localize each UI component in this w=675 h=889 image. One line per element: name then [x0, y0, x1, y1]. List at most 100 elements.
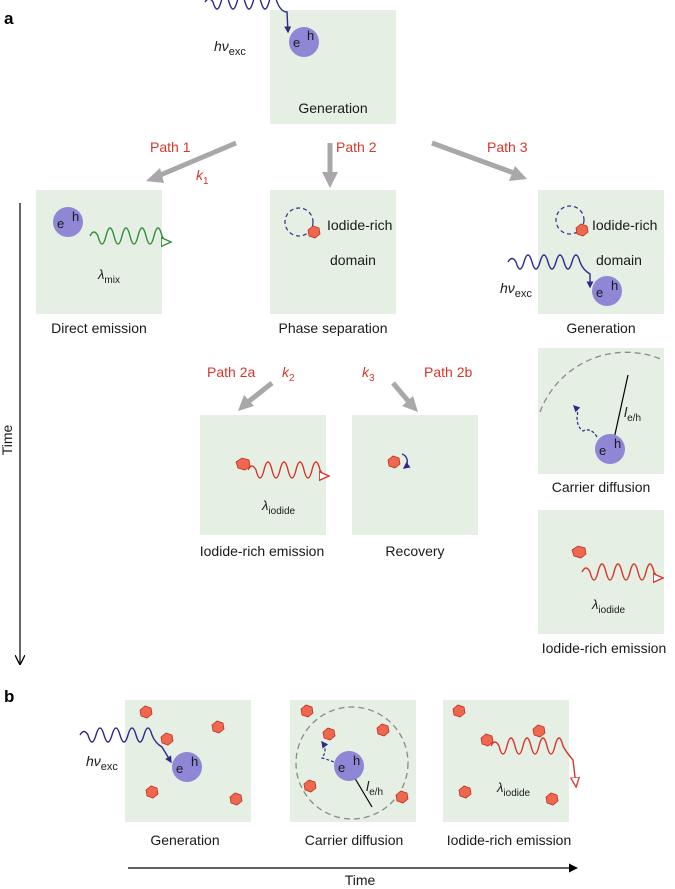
iodide-domain-icon — [303, 779, 317, 793]
time-label-a: Time — [0, 424, 15, 455]
iodide-domain-label-1: Iodide-rich — [592, 217, 657, 233]
iodide-domain-icon — [145, 785, 159, 799]
iodide-domain-icon — [322, 727, 336, 741]
lambda-iodide-label: λiodide — [591, 597, 626, 616]
electron-hole-pair — [172, 752, 202, 782]
hole-label: h — [191, 754, 198, 769]
iodide-domain-icon — [452, 704, 466, 718]
electron-hole-pair — [53, 207, 83, 237]
path3-generation-state: Iodide-rich domain e h — [538, 190, 664, 314]
path-arrows-top — [146, 140, 527, 188]
iodide-domain-icon — [229, 792, 243, 806]
b-emission-label: Iodide-rich emission — [447, 832, 572, 848]
excitation-wave-icon — [507, 254, 594, 289]
iodide-emission-wave-icon — [247, 461, 328, 478]
iodide-domain-icon — [571, 545, 587, 559]
lambda-mix-label: λmix — [97, 267, 120, 286]
path3-emission-box — [538, 510, 664, 634]
b-generation-label: Generation — [150, 832, 219, 848]
iodide-domain-icon — [235, 457, 251, 471]
iodide-emission-wave-icon — [490, 737, 576, 786]
lambda-iodide-label: λiodide — [261, 498, 296, 517]
former-carrier-outline — [284, 207, 314, 237]
iodide-domain-label-1: Iodide-rich — [327, 217, 392, 233]
electron-label: e — [176, 761, 183, 776]
lambda-iodide-label: λiodide — [496, 780, 531, 799]
iodide-domain-label-2: domain — [330, 252, 376, 268]
k1-label: k1 — [196, 167, 209, 187]
iodide-domain-label-2: domain — [596, 252, 642, 268]
path3-emission-state: λiodide — [538, 510, 664, 634]
iodide-domain-icon — [532, 724, 546, 738]
panel-label-b: b — [4, 687, 14, 706]
panel-label-a: a — [4, 9, 14, 28]
iodide-domain-icon — [139, 705, 153, 719]
path-2b-label: Path 2b — [424, 364, 472, 380]
excitation-label: hνexc — [500, 280, 532, 300]
iodide-domain-icon — [575, 223, 589, 237]
iodide-domain-icon — [480, 733, 494, 747]
iodide-domain-icon — [545, 792, 559, 806]
phase-separation-state: Iodide-rich domain — [270, 190, 396, 314]
diffusion-boundary — [539, 351, 664, 413]
iodide-domain-icon — [458, 785, 472, 799]
path-2-label: Path 2 — [336, 139, 377, 155]
electron-label: e — [338, 760, 345, 775]
path-1-label: Path 1 — [150, 139, 191, 155]
recovery-label: Recovery — [385, 543, 444, 559]
path2a-emission-label: Iodide-rich emission — [200, 543, 325, 559]
direct-emission-box — [36, 190, 162, 314]
direct-emission-label: Direct emission — [51, 320, 147, 336]
path2a-emission-state: λiodide — [200, 415, 328, 535]
hole-label: h — [72, 209, 79, 224]
b-diffusion-label: Carrier diffusion — [305, 832, 404, 848]
electron-hole-pair — [595, 434, 625, 464]
electron-hole-pair — [334, 751, 364, 781]
b-diffusion-state: e h le/h — [290, 700, 416, 822]
direct-emission-state: e h λmix — [36, 190, 170, 314]
mixed-emission-wave-icon — [89, 227, 170, 244]
b-generation-state: e h — [125, 700, 251, 822]
iodide-domain-icon — [376, 723, 390, 737]
electron-label: e — [293, 35, 300, 50]
path-arrows-middle — [238, 381, 418, 412]
k2-label: k2 — [282, 364, 295, 384]
diffusion-path-icon — [320, 740, 335, 763]
iodide-domain-icon — [300, 704, 314, 718]
path-3-label: Path 3 — [487, 139, 528, 155]
iodide-domain-icon — [160, 732, 174, 746]
iodide-domain-icon — [307, 225, 321, 239]
iodide-domain-icon — [395, 790, 409, 804]
k3-label: k3 — [362, 364, 375, 384]
path3-emission-label: Iodide-rich emission — [542, 640, 667, 656]
recovery-state — [352, 415, 478, 535]
hole-label: h — [353, 753, 360, 768]
path-2a-label: Path 2a — [207, 364, 255, 380]
hole-label: h — [614, 436, 621, 451]
iodide-emission-wave-icon — [581, 563, 662, 580]
path3-diffusion-state: e h le/h — [538, 348, 664, 474]
diffusion-boundary — [295, 706, 409, 820]
recovery-box — [352, 415, 478, 535]
former-carrier-outline — [555, 205, 585, 235]
excitation-label: hνexc — [86, 753, 118, 773]
electron-hole-pair — [289, 27, 319, 57]
excitation-wave-icon — [204, 0, 292, 34]
path3-diffusion-label: Carrier diffusion — [552, 479, 651, 495]
hole-label: h — [307, 28, 314, 43]
excitation-label: hνexc — [214, 38, 246, 58]
time-label-b: Time — [345, 872, 376, 888]
electron-label: e — [599, 443, 606, 458]
iodide-domain-icon — [211, 720, 225, 734]
electron-label: e — [57, 216, 64, 231]
generation-state: e h Generation — [270, 10, 396, 124]
recovery-arrow-icon — [401, 453, 411, 469]
phase-separation-label: Phase separation — [279, 320, 388, 336]
generation-label: Generation — [298, 100, 367, 116]
path3-generation-label: Generation — [566, 320, 635, 336]
b-emission-state: λiodide — [443, 700, 576, 822]
hole-label: h — [611, 278, 618, 293]
electron-label: e — [596, 285, 603, 300]
iodide-domain-icon — [387, 455, 401, 469]
